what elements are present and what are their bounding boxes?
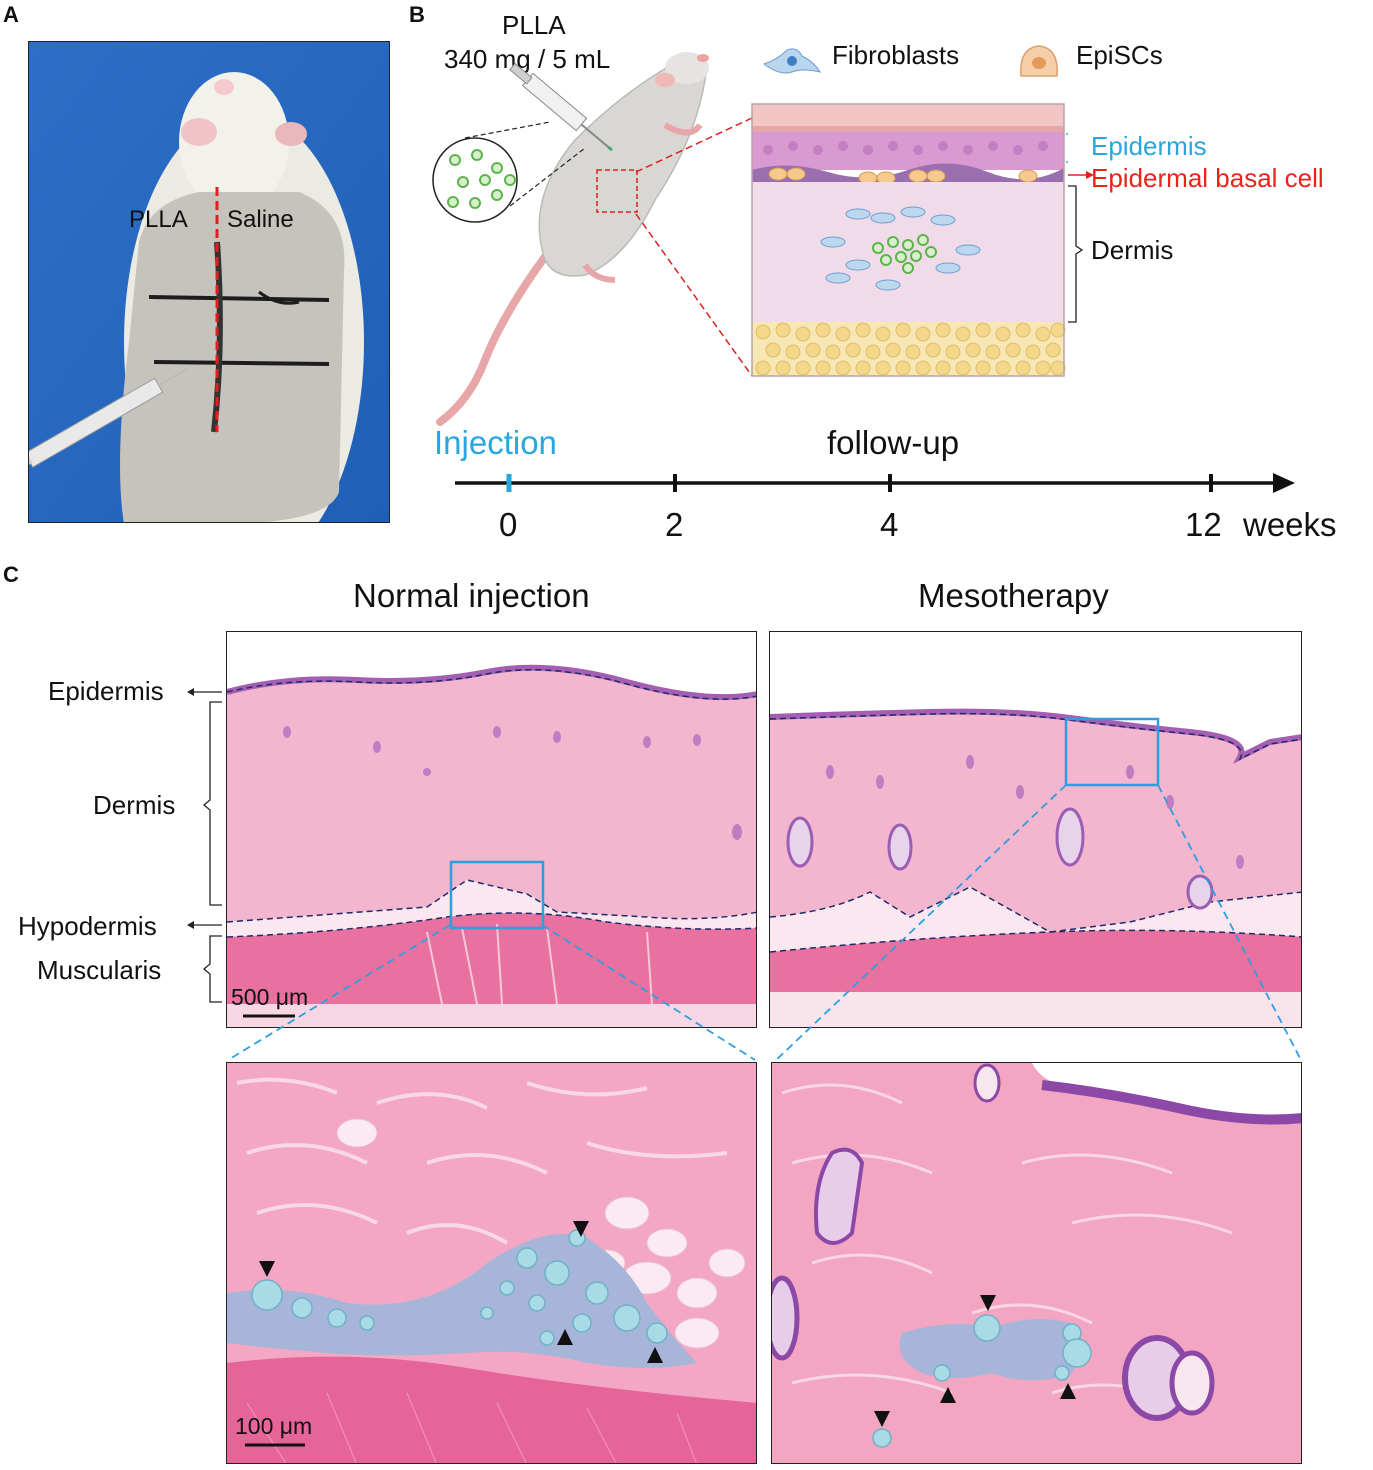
scale-bar-bottom-label: 100 μm — [235, 1413, 313, 1439]
scale-bar-top-label: 500 μm — [231, 984, 309, 1010]
fibroblast-icon — [762, 48, 822, 74]
histology-meso-zoom — [771, 1062, 1302, 1464]
layer-label-epidermis: Epidermis — [48, 676, 164, 706]
col-title-normal: Normal injection — [353, 577, 590, 614]
rat-photo: PLLA Saline — [28, 41, 390, 523]
panel-b-letter: B — [409, 2, 425, 27]
skin-brackets — [1068, 171, 1094, 323]
timeline-unit: weeks — [1243, 506, 1337, 543]
dose-label: 340 mg / 5 mL — [444, 44, 611, 74]
tick-4: 4 — [880, 506, 899, 543]
histology-normal-zoom: 100 μm — [226, 1062, 757, 1464]
tick-0: 0 — [499, 506, 518, 543]
histology-normal-overview-drawing — [227, 632, 756, 1027]
histology-meso-zoom-drawing — [772, 1063, 1301, 1463]
histology-meso-overview-drawing — [770, 632, 1301, 1027]
timeline-followup-label: follow-up — [827, 424, 960, 461]
panel-c-letter: C — [3, 562, 19, 587]
skin-label-basal: Epidermal basal cell — [1091, 163, 1324, 193]
skin-block — [751, 103, 1068, 377]
col-title-meso: Mesotherapy — [918, 577, 1109, 614]
skin-label-epidermis: Epidermis — [1091, 131, 1207, 161]
histology-meso-overview — [769, 631, 1302, 1028]
zoom-dashed-lines-right — [773, 784, 1303, 1063]
layer-label-dermis: Dermis — [93, 790, 176, 820]
skin-label-dermis: Dermis — [1091, 235, 1174, 265]
legend-fibroblasts: Fibroblasts — [832, 40, 960, 70]
tick-12: 12 — [1185, 506, 1222, 543]
label-plla: PLLA — [129, 206, 188, 233]
panel-a-letter: A — [3, 2, 19, 27]
label-saline: Saline — [227, 206, 294, 233]
tick-2: 2 — [665, 506, 684, 543]
timeline-injection-label: Injection — [434, 424, 557, 461]
timeline-axis — [455, 473, 1295, 493]
rat-illustration — [432, 52, 709, 426]
zoom-lines — [635, 117, 753, 377]
layer-brackets — [187, 688, 222, 1003]
rat-photo-drawing: PLLA Saline — [29, 42, 389, 522]
drug-name: PLLA — [502, 10, 566, 40]
histology-normal-zoom-drawing — [227, 1063, 756, 1463]
layer-label-muscularis: Muscularis — [37, 955, 162, 985]
episc-icon — [1020, 45, 1058, 77]
histology-normal-overview: 500 μm — [226, 631, 757, 1028]
zoom-dashed-lines — [227, 924, 756, 1061]
legend-episcs: EpiSCs — [1076, 40, 1163, 70]
layer-label-hypodermis: Hypodermis — [18, 911, 157, 941]
